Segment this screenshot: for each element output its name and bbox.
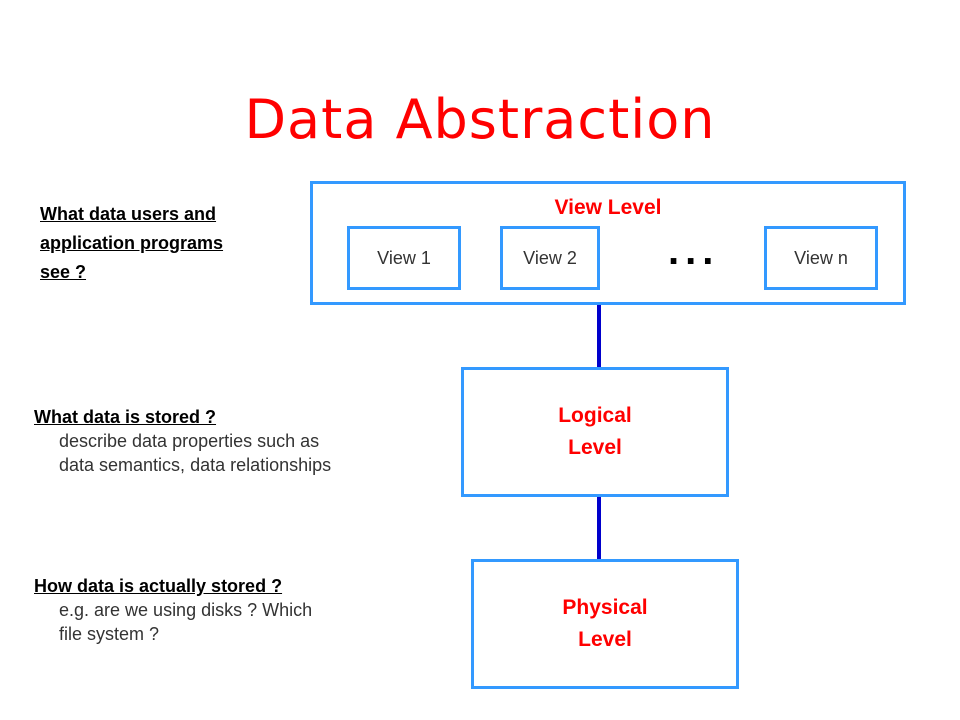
view-1-box: View 1 — [347, 226, 461, 290]
physical-note-line: file system ? — [59, 624, 160, 644]
logical-level-box: Logical Level — [461, 367, 729, 497]
logical-note-line: describe data properties such as — [59, 431, 320, 451]
physical-note-heading: How data is actually stored ? — [34, 576, 283, 596]
logical-note-heading: What data is stored ? — [34, 407, 217, 427]
physical-label-line: Level — [578, 628, 632, 651]
logical-level-note: What data is stored ? describe data prop… — [34, 405, 331, 477]
view-note-line: application programs — [40, 233, 224, 253]
physical-note-line: e.g. are we using disks ? Which — [59, 600, 313, 620]
view-note-line: What data users and — [40, 204, 217, 224]
logical-level-label: Logical Level — [464, 400, 726, 464]
physical-level-box: Physical Level — [471, 559, 739, 689]
physical-level-label: Physical Level — [474, 592, 736, 656]
physical-label-line: Physical — [562, 596, 648, 619]
view-logical-connector — [597, 305, 601, 367]
logical-label-line: Level — [568, 436, 622, 459]
view-2-box: View 2 — [500, 226, 600, 290]
slide-title: Data Abstraction — [244, 88, 716, 151]
view-n-box: View n — [764, 226, 878, 290]
logical-label-line: Logical — [558, 404, 632, 427]
view-note-line: see ? — [40, 262, 87, 282]
logical-physical-connector — [597, 497, 601, 559]
physical-level-note: How data is actually stored ? e.g. are w… — [34, 574, 312, 646]
view-level-label: View Level — [554, 196, 662, 219]
view-level-note: What data users and application programs… — [40, 200, 223, 287]
view-level-box: View Level View 1 View 2 ... View n — [310, 181, 906, 305]
logical-note-line: data semantics, data relationships — [59, 455, 332, 475]
ellipsis: ... — [668, 229, 720, 273]
